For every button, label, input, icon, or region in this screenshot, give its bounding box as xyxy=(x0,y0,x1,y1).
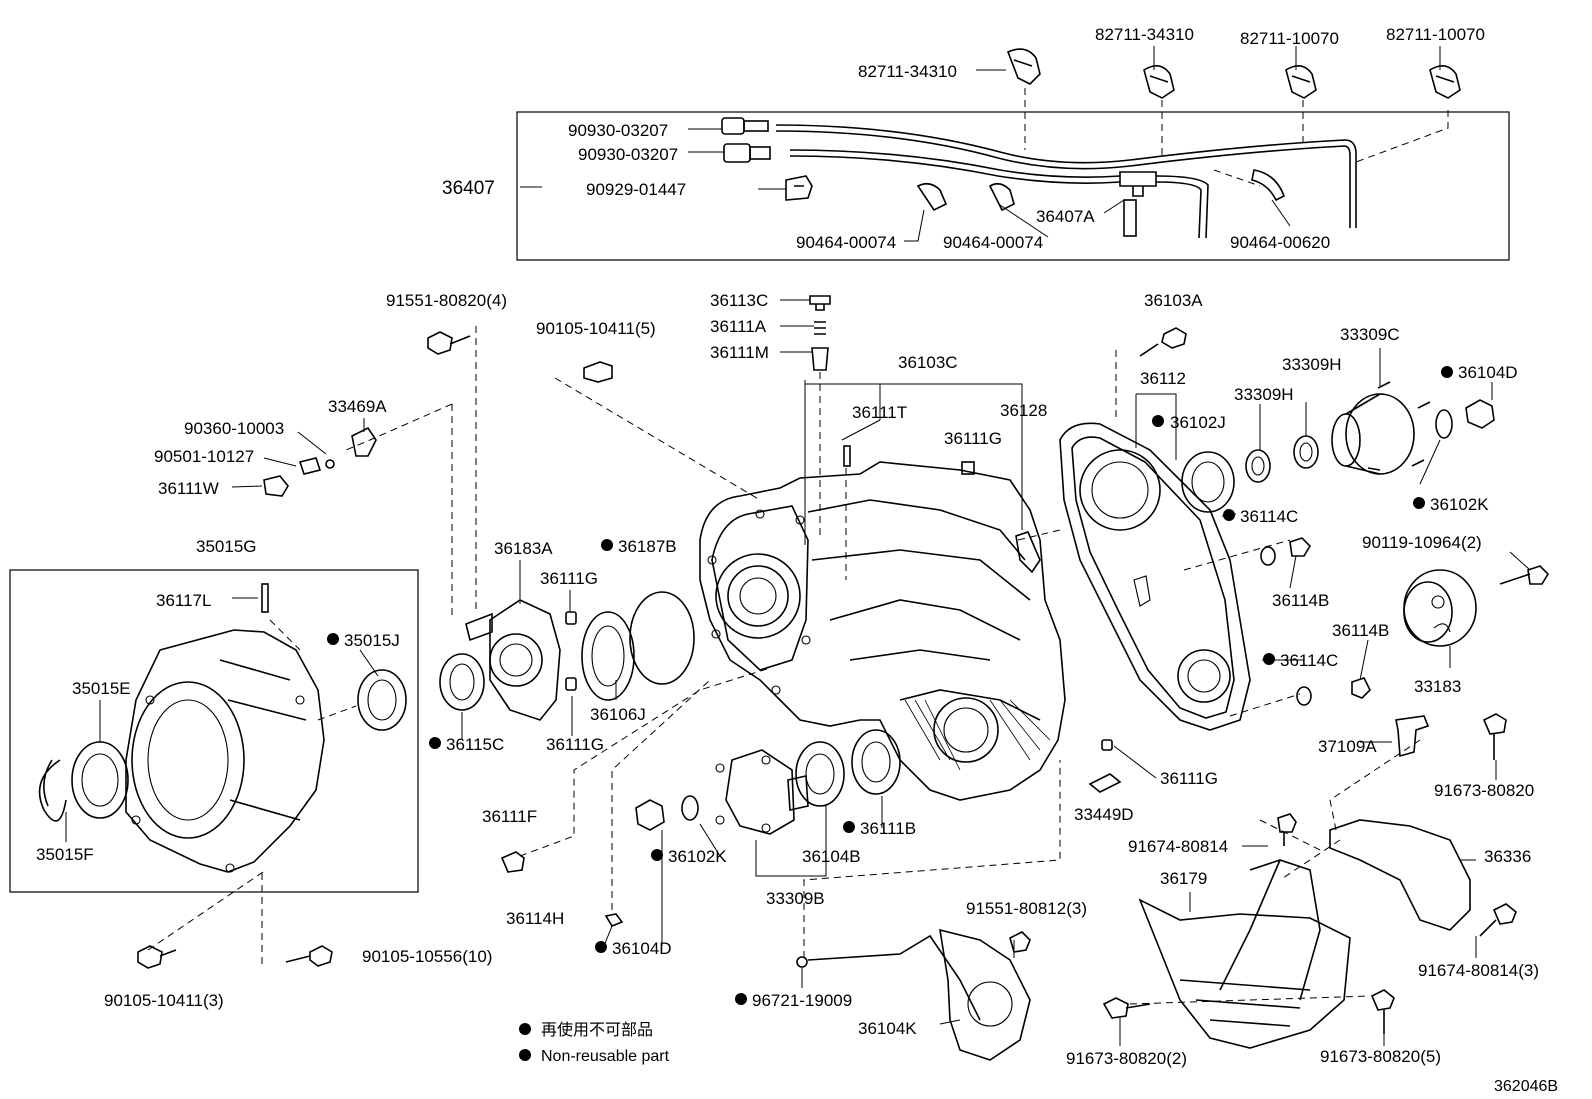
callout: 36187B xyxy=(618,537,677,556)
callout: 36102J xyxy=(1170,413,1226,432)
callout: 36104D xyxy=(1458,363,1518,382)
callout: 91551-80812(3) xyxy=(966,899,1087,918)
callout: 36111G xyxy=(944,429,1002,448)
callout: 36106J xyxy=(590,705,646,724)
callout: 36117L xyxy=(156,591,211,610)
callout: 33309B xyxy=(766,889,825,908)
callout: 33183 xyxy=(1414,677,1461,696)
callout: 36111G xyxy=(540,569,598,588)
legend-jp-label: 再使用不可部品 xyxy=(541,1021,653,1039)
callout: 36115C xyxy=(446,735,504,754)
callout: 33309H xyxy=(1282,355,1342,374)
callout: 33309C xyxy=(1340,325,1400,344)
callout: 90105-10411(3) xyxy=(104,991,224,1010)
callout: 36111G xyxy=(546,735,604,754)
callout: 33309H xyxy=(1234,385,1294,404)
callout: 36111B xyxy=(860,819,916,838)
callout: 91551-80820(4) xyxy=(386,291,507,310)
callout: 36104D xyxy=(612,939,672,958)
callout: 36104B xyxy=(802,847,861,866)
callout: 36128 xyxy=(1000,401,1047,420)
breather-hose-group-box xyxy=(516,111,1510,261)
non-reusable-markers xyxy=(327,366,1453,1005)
callout: 82711-34310 xyxy=(1095,25,1194,44)
callout: 36104K xyxy=(858,1019,917,1038)
callout: 36114C xyxy=(1240,507,1298,526)
diagram-id: 362046B xyxy=(1494,1078,1558,1095)
callout: 36183A xyxy=(494,539,553,558)
callout: 36113C xyxy=(710,291,768,310)
callout: 36102K xyxy=(668,847,727,866)
callout: 82711-34310 xyxy=(858,62,957,81)
callout: 35015E xyxy=(72,679,131,698)
callout: 36102K xyxy=(1430,495,1489,514)
callout: 90930-03207 xyxy=(578,145,678,164)
non-reusable-legend-marker xyxy=(519,1049,531,1061)
skid-plate-bracket-drawing xyxy=(1013,713,1517,1049)
extension-housing-group-box xyxy=(9,569,419,893)
callout: 90119-10964(2) xyxy=(1362,533,1482,552)
callout: 36179 xyxy=(1160,869,1207,888)
callout: 90464-00074 xyxy=(796,233,896,252)
callout: 36103C xyxy=(898,353,958,372)
callout: 36407A xyxy=(1036,207,1095,226)
callout: 91674-80814(3) xyxy=(1418,961,1539,980)
callout: 36111A xyxy=(710,317,767,336)
callout: 35015G xyxy=(196,537,257,556)
callout: 36111W xyxy=(158,479,219,498)
callout: 36111T xyxy=(852,403,907,422)
transfer-case-housing-drawing xyxy=(554,295,1066,801)
callout: 35015J xyxy=(344,631,400,650)
callout: 82711-10070 xyxy=(1240,29,1339,48)
callout: 33449D xyxy=(1074,805,1134,824)
callout: 36112 xyxy=(1140,369,1186,388)
callout: 90360-10003 xyxy=(184,419,284,438)
callout: 90464-00620 xyxy=(1230,233,1330,252)
output-shaft-parts-drawing xyxy=(500,667,1157,1061)
callout-labels: 82711-34310 82711-34310 82711-10070 8271… xyxy=(36,25,1539,1068)
callout: 91674-80814 xyxy=(1128,837,1228,856)
callout: 36114C xyxy=(1280,651,1338,670)
callout: 90929-01447 xyxy=(586,180,686,199)
callout: 91673-80820(2) xyxy=(1066,1049,1187,1068)
callout: 90105-10556(10) xyxy=(362,947,492,966)
callout: 36114B xyxy=(1272,591,1329,610)
callout: 37109A xyxy=(1318,737,1377,756)
callout: 91673-80820 xyxy=(1434,781,1534,800)
callout: 90464-00074 xyxy=(943,233,1043,252)
legend-en-label: Non-reusable part xyxy=(541,1048,670,1065)
callout: 36407 xyxy=(442,178,495,199)
callout: 90501-10127 xyxy=(154,447,254,466)
legend: 再使用不可部品 Non-reusable part xyxy=(519,1021,670,1065)
callout: 91673-80820(5) xyxy=(1320,1047,1441,1066)
callout: 36111G xyxy=(1160,769,1218,788)
callout: 96721-19009 xyxy=(752,991,852,1010)
callout: 36111M xyxy=(710,343,769,362)
callout: 90105-10411(5) xyxy=(536,319,656,338)
front-case-cover-drawing xyxy=(1017,327,1550,731)
callout: 82711-10070 xyxy=(1386,25,1485,44)
callout: 36103A xyxy=(1144,291,1203,310)
callout: 33469A xyxy=(328,397,387,416)
breather-hose-drawing xyxy=(520,46,1461,242)
callout: 36336 xyxy=(1484,847,1531,866)
callout: 36114B xyxy=(1332,621,1389,640)
callout: 36111F xyxy=(482,807,537,826)
non-reusable-legend-marker xyxy=(519,1023,531,1035)
rear-extension-drawing xyxy=(38,326,695,969)
callout: 35015F xyxy=(36,845,94,864)
callout: 90930-03207 xyxy=(568,121,668,140)
callout: 36114H xyxy=(506,909,564,928)
